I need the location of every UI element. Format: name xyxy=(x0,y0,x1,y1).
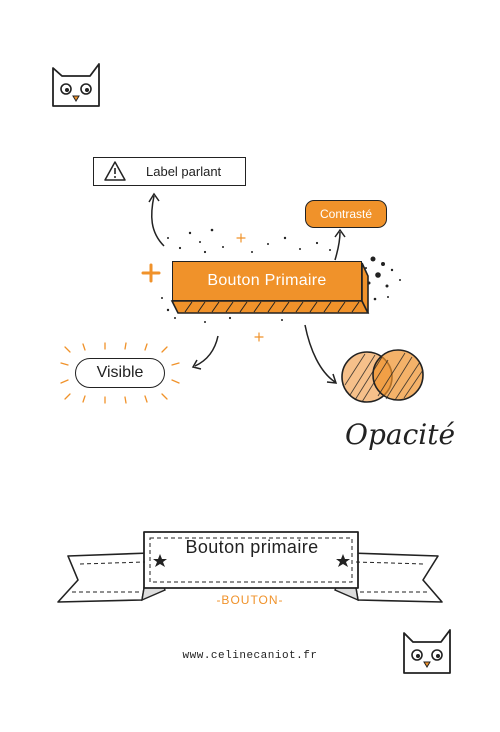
footer-url[interactable]: www.celinecaniot.fr xyxy=(182,650,318,662)
arrow-icon xyxy=(304,324,336,383)
star-icon xyxy=(153,554,167,567)
ribbon-banner xyxy=(57,531,443,603)
banner-title: Bouton primaire xyxy=(185,537,319,557)
arrow-icon xyxy=(334,231,341,261)
warning-icon xyxy=(104,161,126,181)
opacity-circles xyxy=(341,349,424,403)
primary-button-label: Bouton Primaire xyxy=(207,272,327,289)
star-icon xyxy=(336,554,350,567)
plus-icon xyxy=(141,263,161,283)
contrast-tag: Contrasté xyxy=(305,200,387,228)
arrow-icon xyxy=(194,335,219,367)
label-box: Label parlant xyxy=(93,157,246,186)
opacity-label: Opacité xyxy=(345,418,456,451)
banner-subtitle: -BOUTON- xyxy=(216,593,284,607)
label-box-text: Label parlant xyxy=(146,164,222,179)
visible-tag-text: Visible xyxy=(96,364,144,381)
cat-icon xyxy=(52,63,100,107)
primary-button[interactable]: Bouton Primaire xyxy=(172,261,362,301)
arrow-icon xyxy=(150,195,165,247)
contrast-tag-text: Contrasté xyxy=(319,207,373,221)
visible-tag: Visible xyxy=(75,358,165,388)
cat-icon xyxy=(403,629,451,674)
